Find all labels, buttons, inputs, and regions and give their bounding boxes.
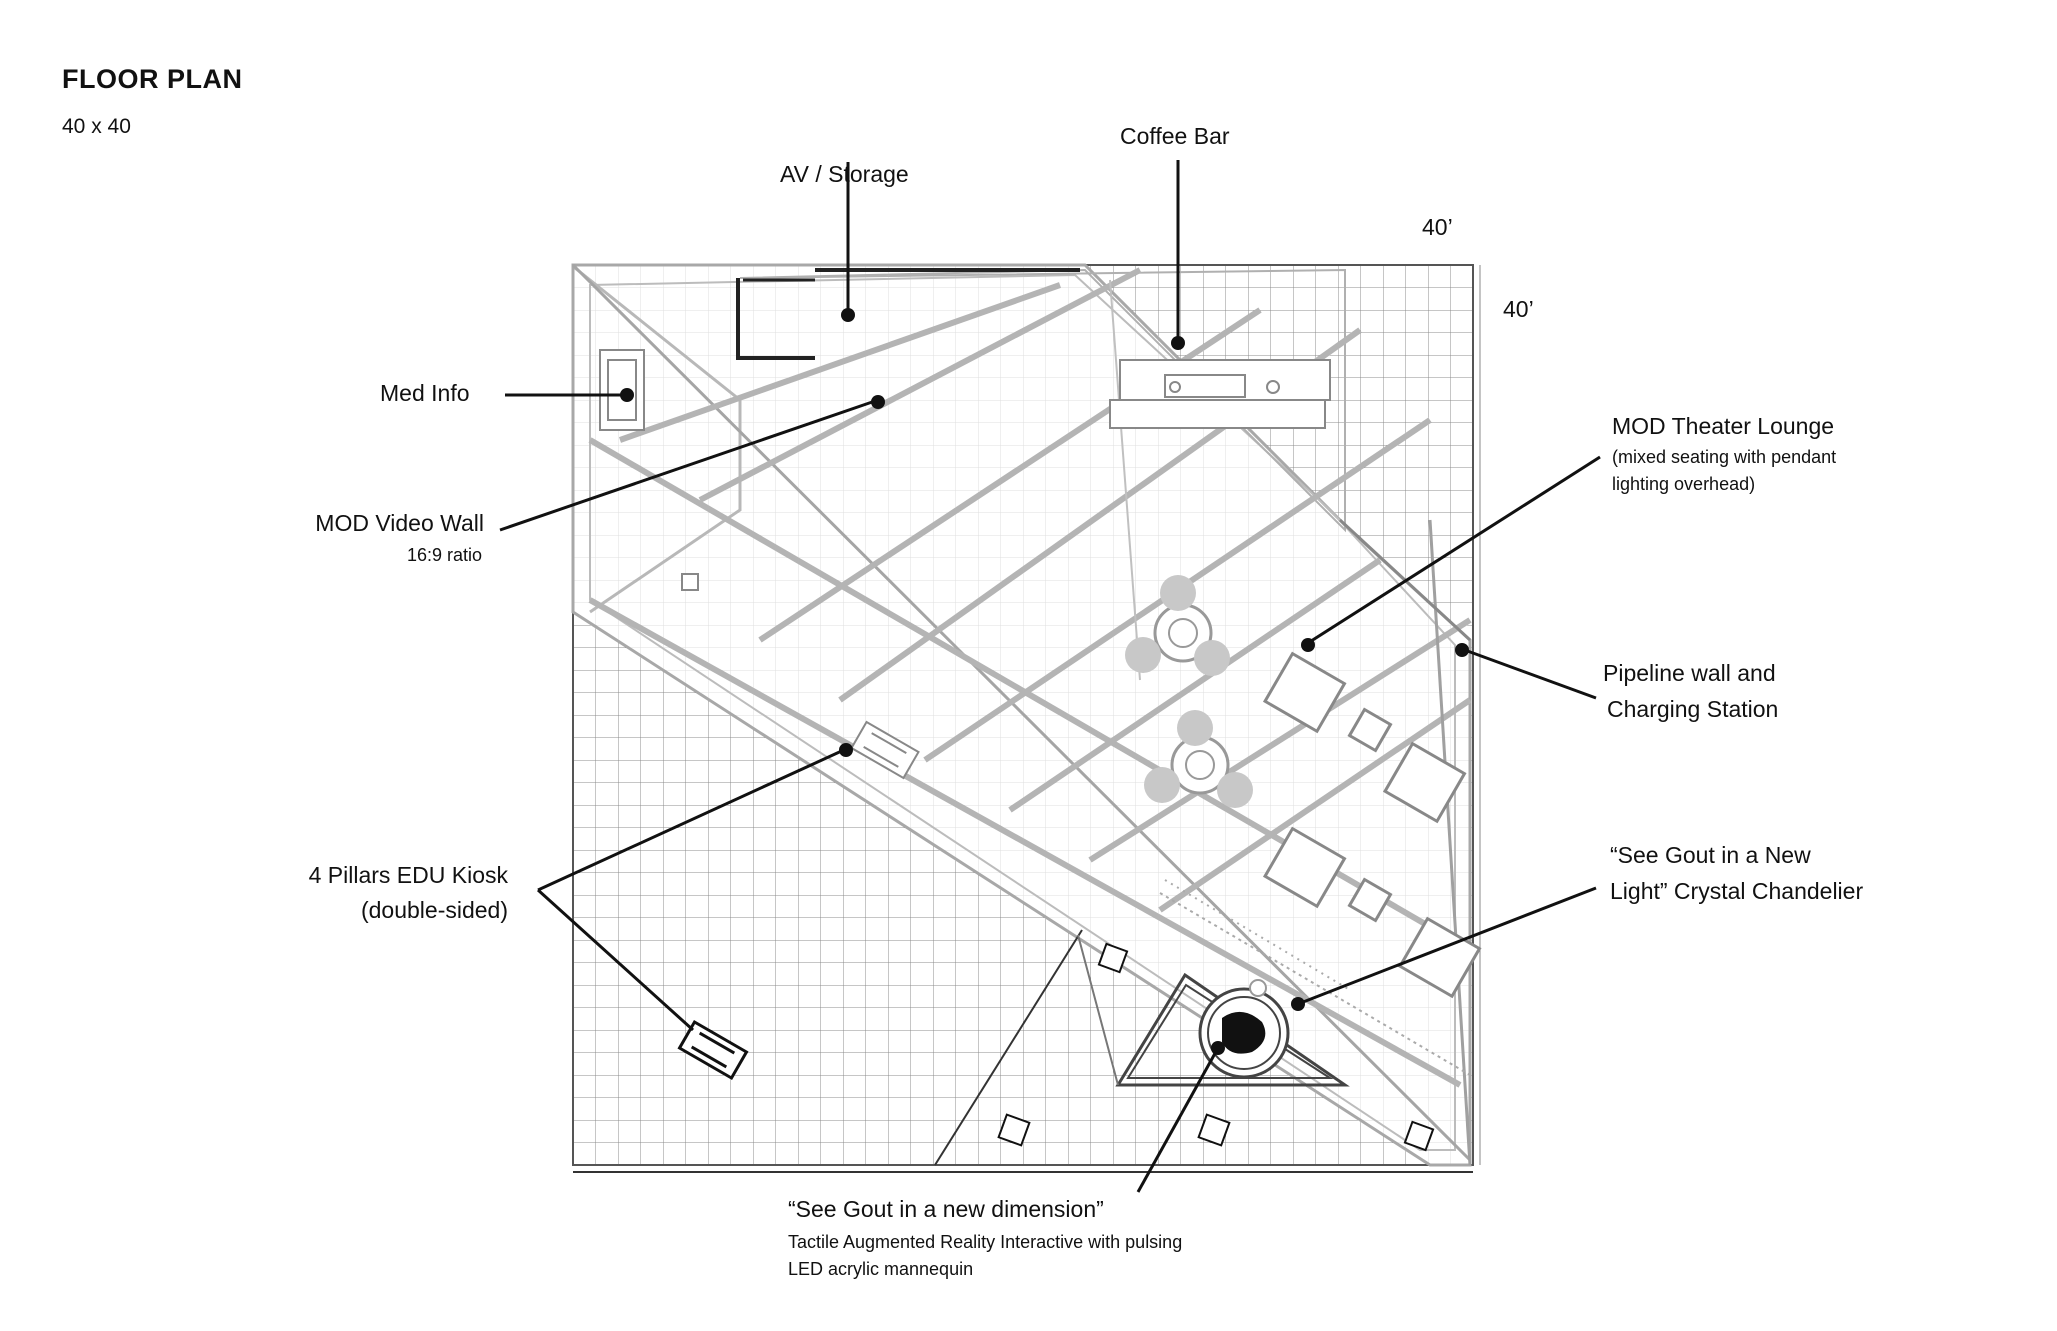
med-info-station (599, 349, 645, 431)
label-chandelier-line1: “See Gout in a New (1610, 842, 1811, 868)
label-kiosk-line2: (double-sided) (360, 897, 508, 923)
back-wall (739, 268, 1346, 533)
label-mod-theater-lounge: MOD Theater Lounge (1612, 413, 1835, 439)
label-kiosk-line1: 4 Pillars EDU Kiosk (308, 862, 508, 888)
edu-kiosk-outside (677, 1019, 749, 1081)
callout-dots (620, 308, 1469, 1055)
plan-size: 40 x 40 (62, 115, 131, 138)
label-med-info: Med Info (380, 380, 470, 406)
lounge-table-1 (1125, 575, 1230, 676)
floor-device-icons (997, 942, 1435, 1152)
label-mod-video-wall: MOD Video Wall (315, 510, 484, 536)
lounge-table-2 (1144, 710, 1253, 808)
dimension-right: 40’ (1503, 296, 1534, 322)
callout-leaders (499, 160, 1601, 1193)
label-pipeline-line2: Charging Station (1607, 696, 1779, 722)
label-mod-theater-lounge-sub1: (mixed seating with pendant (1612, 447, 1837, 467)
coffee-bar-counter (1109, 359, 1331, 429)
page-title: FLOOR PLAN (62, 64, 243, 94)
label-mod-theater-lounge-sub2: lighting overhead) (1612, 474, 1756, 494)
label-dimension-line2: Tactile Augmented Reality Interactive wi… (788, 1232, 1183, 1252)
label-pipeline-line1: Pipeline wall and (1603, 660, 1776, 686)
charging-pods (1262, 651, 1482, 999)
label-dimension-line1: “See Gout in a new dimension” (788, 1196, 1104, 1222)
dimension-top: 40’ (1422, 214, 1453, 240)
label-av-storage: AV / Storage (780, 161, 909, 187)
label-mod-video-wall-sub: 16:9 ratio (406, 545, 482, 565)
chandelier-area (1115, 972, 1350, 1087)
label-chandelier-line2: Light” Crystal Chandelier (1610, 878, 1864, 904)
label-dimension-line3: LED acrylic mannequin (788, 1259, 974, 1279)
pipeline-strip (1159, 879, 1471, 1076)
label-coffee-bar: Coffee Bar (1120, 123, 1230, 149)
edu-kiosk-inside (850, 720, 920, 780)
